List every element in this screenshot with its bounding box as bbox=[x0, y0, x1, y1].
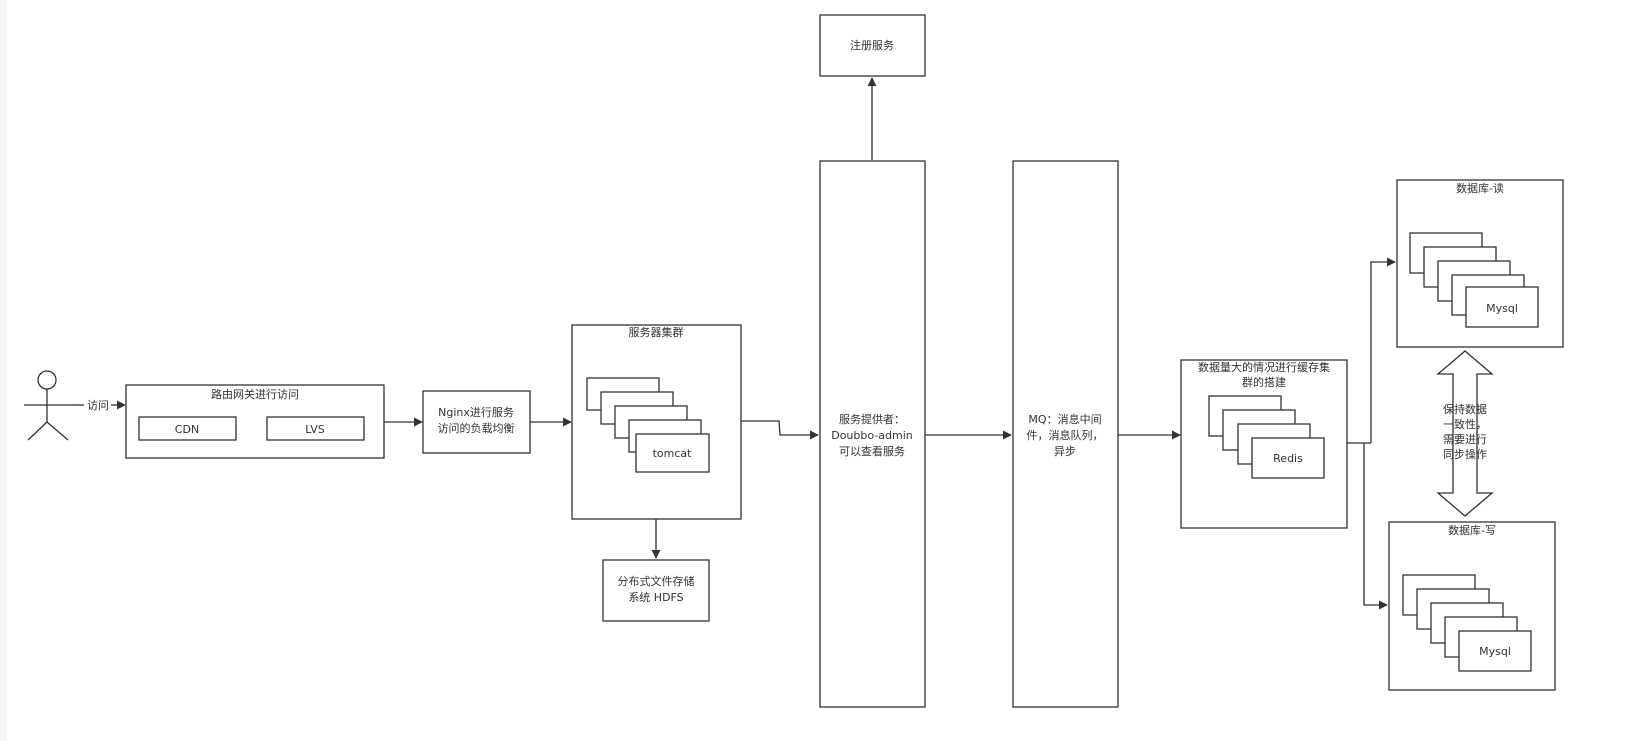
mysql-read-label: Mysql bbox=[1486, 302, 1518, 315]
server-cluster-group[interactable]: 服务器集群 tomcat bbox=[571, 324, 742, 520]
gateway-group[interactable]: 路由网关进行访问 CDN LVS bbox=[125, 384, 385, 459]
db-read-title: 数据库-读 bbox=[1456, 181, 1504, 195]
cache-cluster-group[interactable]: 数据量大的情况进行缓存集 群的搭建 Redis bbox=[1180, 359, 1348, 529]
cdn-box[interactable] bbox=[138, 416, 237, 441]
nginx-label-line-1: Nginx进行服务 bbox=[438, 406, 514, 419]
mq-node[interactable]: MQ：消息中间 件，消息队列， 异步 bbox=[1012, 160, 1119, 708]
canvas-left-strip bbox=[0, 0, 7, 741]
sync-bidirectional-arrow bbox=[1436, 350, 1494, 517]
hdfs-node[interactable]: 分布式文件存储 系统 HDFS bbox=[602, 559, 710, 622]
user-actor[interactable] bbox=[24, 370, 70, 441]
sync-note-line-3: 需要进行 bbox=[1443, 433, 1487, 446]
sync-note-line-4: 同步操作 bbox=[1443, 447, 1487, 461]
edge-label-visit: 访问 bbox=[87, 399, 109, 412]
mysql-read-box[interactable] bbox=[1465, 286, 1539, 328]
mysql-write-label: Mysql bbox=[1479, 645, 1511, 658]
hdfs-label-line-1: 分布式文件存储 bbox=[618, 574, 695, 588]
mq-label-line-3: 异步 bbox=[1054, 445, 1076, 458]
edge-cluster-to-provider bbox=[741, 420, 819, 440]
service-provider-node[interactable]: 服务提供者： Doubbo-admin 可以查看服务 bbox=[819, 160, 926, 708]
provider-label-line-2: Doubbo-admin bbox=[831, 429, 913, 442]
gateway-title: 路由网关进行访问 bbox=[211, 387, 299, 401]
nginx-label-line-2: 访问的负载均衡 bbox=[438, 421, 515, 435]
provider-label-line-1: 服务提供者： bbox=[839, 412, 905, 426]
tomcat-label: tomcat bbox=[653, 447, 693, 460]
nginx-node[interactable]: Nginx进行服务 访问的负载均衡 bbox=[422, 390, 531, 454]
cache-cluster-title-line-2: 群的搭建 bbox=[1242, 375, 1286, 389]
tomcat-box[interactable] bbox=[635, 433, 710, 473]
edge-cache-to-databases bbox=[1347, 257, 1396, 610]
lvs-label: LVS bbox=[305, 423, 324, 436]
cdn-label: CDN bbox=[175, 423, 199, 436]
lvs-box[interactable] bbox=[266, 416, 365, 441]
registry-node[interactable]: 注册服务 bbox=[819, 14, 926, 77]
mq-label-line-2: 件，消息队列， bbox=[1027, 428, 1104, 442]
sync-note-line-1: 保持数据 bbox=[1443, 402, 1487, 416]
sync-note-line-2: 一致性， bbox=[1443, 417, 1487, 431]
registry-label: 注册服务 bbox=[850, 38, 894, 52]
provider-label-line-3: 可以查看服务 bbox=[839, 444, 905, 458]
cache-cluster-title-line-1: 数据量大的情况进行缓存集 bbox=[1198, 360, 1330, 374]
mysql-write-box[interactable] bbox=[1458, 630, 1532, 672]
server-cluster-title: 服务器集群 bbox=[629, 325, 684, 339]
hdfs-label-line-2: 系统 HDFS bbox=[628, 591, 683, 604]
redis-box[interactable] bbox=[1251, 437, 1325, 479]
db-write-title: 数据库-写 bbox=[1448, 523, 1496, 537]
mq-label-line-1: MQ：消息中间 bbox=[1028, 412, 1101, 426]
db-write-group[interactable]: 数据库-写 Mysql bbox=[1388, 521, 1556, 691]
db-read-group[interactable]: 数据库-读 Mysql bbox=[1396, 179, 1564, 348]
redis-label: Redis bbox=[1273, 452, 1303, 465]
